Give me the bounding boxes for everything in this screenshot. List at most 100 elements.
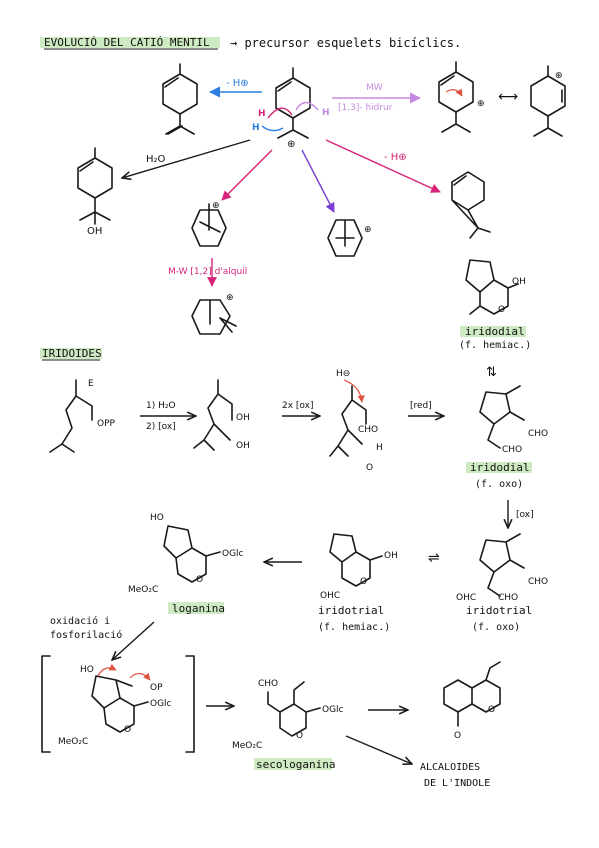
mw-shift-label: [1,3]- hidrur <box>338 103 393 113</box>
oh-diol-1: OH <box>236 413 250 423</box>
mw-alkyl-label: M-W [1,2] d'alquil <box>168 267 247 277</box>
section1-title: EVOLUCIÓ DEL CATIÓ MENTIL <box>44 36 210 49</box>
o-trial-hemiac: O <box>360 577 367 587</box>
curly-arrow-red <box>445 88 463 97</box>
o-loganina: O <box>196 575 203 585</box>
ox2-label: 2x [ox] <box>282 401 314 411</box>
section1-subtitle: → precursor esquelets bicíclics. <box>230 36 461 50</box>
iridodial-highlight-2 <box>466 462 532 473</box>
iridotrial-oxo: CHO CHO OHC <box>456 533 548 603</box>
oglc-intermediate: OGlc <box>150 699 172 709</box>
op-intermediate: OP <box>150 683 163 693</box>
red-label: [red] <box>410 401 432 411</box>
step1a: 1) H₂O <box>146 401 176 411</box>
lactone: O O <box>443 661 501 741</box>
secologanina-name: secologanina <box>256 758 335 771</box>
ox-label: [ox] <box>516 510 534 520</box>
o-carbonyl: O <box>454 731 461 741</box>
h-dial: H <box>376 443 383 453</box>
iridotrial-hemiacetal: OH O OHC <box>320 533 398 601</box>
minus-h-blue: - H⊕ <box>226 78 249 89</box>
charge-icon-5: ⊕ <box>226 293 234 303</box>
iridodial-hemiacetal: OH O <box>465 259 526 315</box>
tertiary-cation: ⊕ <box>438 61 485 133</box>
curly-arrow-int-1 <box>97 663 117 677</box>
ho-intermediate: HO <box>80 665 94 675</box>
oglc-loganina: OGlc <box>222 549 244 559</box>
diol: OH OH <box>193 379 250 451</box>
arrow-to-alkaloids <box>345 735 412 764</box>
cho-trial-2: CHO <box>498 593 518 603</box>
ohc-trial-hemiac: OHC <box>320 591 340 601</box>
charge-icon-4: ⊕ <box>364 225 372 235</box>
o-intermediate: O <box>124 725 131 735</box>
minus-h-pink: - H⊕ <box>384 152 407 163</box>
oxidation-label-2: fosforilació <box>50 629 122 641</box>
iridodial-oxo-sub: (f. oxo) <box>475 479 523 490</box>
secologanina-highlight <box>254 758 332 770</box>
arrow-to-terpineol <box>122 139 251 178</box>
cho-oxo-1: CHO <box>528 429 548 439</box>
bornyl-cation: ⊕ <box>327 219 372 257</box>
secologanina: CHO OGlc O MeO₂C <box>232 679 344 751</box>
loganina: HO OGlc O MeO₂C <box>128 513 244 595</box>
arrow-oxidation <box>112 621 155 660</box>
charge-icon: ⊕ <box>477 99 485 109</box>
iridotrial-oxo-name: iridotrial <box>466 604 532 617</box>
iridotrial-oxo-sub: (f. oxo) <box>472 622 520 633</box>
phosphate-intermediate: HO OP OGlc O MeO₂C <box>58 663 172 747</box>
cho-dial: CHO <box>358 425 378 435</box>
arrow-to-bornyl <box>301 149 335 213</box>
charge-icon-2: ⊕ <box>555 71 563 81</box>
charge-icon-3: ⊕ <box>212 201 220 211</box>
cation-charge-icon: ⊕ <box>287 139 295 150</box>
curly-arrow-lavender <box>295 101 319 111</box>
resonance-cation: ⊕ <box>530 65 566 137</box>
meo2c-seco: MeO₂C <box>232 741 262 751</box>
geranyl-pp: E OPP <box>49 379 116 453</box>
curly-arrow-dial <box>343 379 365 403</box>
o-lactone: O <box>488 705 495 715</box>
meo2c-loganina: MeO₂C <box>128 585 158 595</box>
alkaloids-label-1: ALCALOIDES <box>420 762 480 773</box>
mw-label: MW <box>366 83 383 93</box>
bicyclic-cation: ⊕ <box>191 293 237 335</box>
limonene <box>162 63 198 135</box>
iridoides-highlight <box>40 348 102 359</box>
h-lavender: H <box>322 108 330 118</box>
title-highlight <box>40 37 220 48</box>
o-seco: O <box>296 731 303 741</box>
carene <box>451 171 491 239</box>
equilibrium-arrows-1: ⇅ <box>486 365 497 380</box>
h2o-label: H₂O <box>146 154 166 165</box>
iridotrial-hemiac-sub: (f. hemiac.) <box>318 622 390 633</box>
arrow-to-pinyl <box>221 149 273 201</box>
iridotrial-hemiac-name: iridotrial <box>318 604 384 617</box>
oh-trial-hemiac: OH <box>384 551 398 561</box>
oh-terpineol: OH <box>87 226 102 237</box>
o-dial: O <box>366 463 373 473</box>
equilibrium-arrows-2: ⇌ <box>428 550 440 566</box>
curly-arrow-int-2 <box>129 672 151 681</box>
meo2c-intermediate: MeO₂C <box>58 737 88 747</box>
resonance-arrow: ⟷ <box>498 89 518 105</box>
o-hemiac: O <box>498 305 505 315</box>
arrow-to-carene <box>325 139 441 193</box>
iridodial-hemiac-sub: (f. hemiac.) <box>459 340 531 351</box>
ho-loganina: HO <box>150 513 164 523</box>
oxidation-label-1: oxidació i <box>50 615 110 627</box>
section2-title: IRIDOIDES <box>42 347 102 360</box>
bracket-right <box>185 655 195 753</box>
pinyl-cation: ⊕ <box>191 201 227 247</box>
opp-label: OPP <box>97 419 116 429</box>
bracket-left <box>41 655 51 753</box>
cho-oxo-2: CHO <box>502 445 522 455</box>
ohc-trial: OHC <box>456 593 476 603</box>
oglc-seco: OGlc <box>322 705 344 715</box>
menthyl-cation: ⊕ H H H <box>252 67 330 150</box>
curly-arrow-pink <box>267 107 293 119</box>
h-pink: H <box>258 109 266 119</box>
h-minus: H⊖ <box>336 369 350 379</box>
